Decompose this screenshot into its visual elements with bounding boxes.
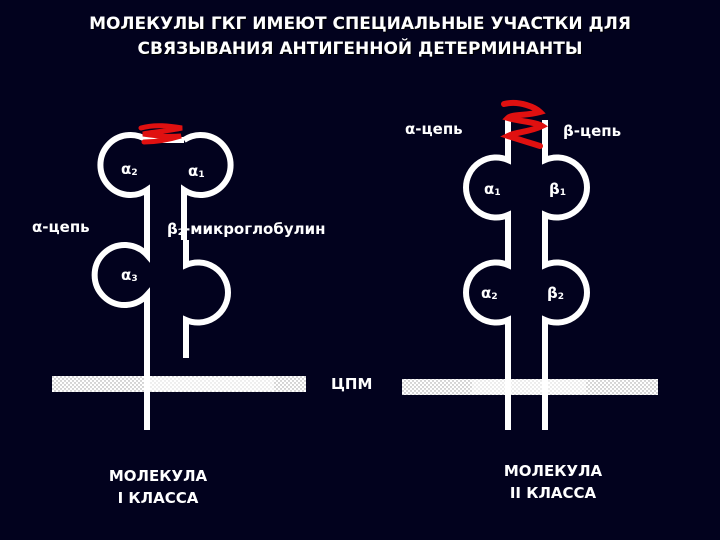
class2-caption: МОЛЕКУЛА II КЛАССА: [483, 460, 623, 504]
class2-beta-chain: [542, 120, 590, 430]
class2-caption-line2: II КЛАССА: [509, 484, 597, 502]
class1-antigen-peptide: [138, 123, 183, 145]
class2-domain-alpha1-label: α1: [484, 180, 501, 198]
class2-caption-line1: МОЛЕКУЛА: [503, 462, 603, 480]
class2-domain-beta2-label: β2: [547, 284, 565, 302]
class2-membrane-highlight: [472, 380, 586, 394]
slide-title: МОЛЕКУЛЫ ГКГ ИМЕЮТ СПЕЦИАЛЬНЫЕ УЧАСТКИ Д…: [0, 12, 720, 62]
class1-b2m-chain: [183, 240, 231, 358]
class1-caption-line2: I КЛАССА: [117, 489, 199, 507]
title-line-1: МОЛЕКУЛЫ ГКГ ИМЕЮТ СПЕЦИАЛЬНЫЕ УЧАСТКИ Д…: [89, 14, 631, 34]
class1-domain-alpha1-label: α1: [188, 162, 205, 180]
class2-domain-alpha2-label: α2: [481, 284, 498, 302]
class1-alpha1-domain: [181, 132, 234, 240]
title-line-2: СВЯЗЫВАНИЯ АНТИГЕННОЙ ДЕТЕРМИНАНТЫ: [137, 39, 583, 59]
membrane-label: ЦПМ: [331, 375, 373, 393]
class2-beta-chain-label: β-цепь: [563, 122, 622, 140]
class2-alpha-chain: [463, 120, 511, 430]
class2-alpha-chain-label: α-цепь: [405, 120, 463, 138]
class1-alpha-chain-label: α-цепь: [32, 218, 90, 236]
class2-antigen-peptide: [500, 100, 548, 149]
class1-b2m-label: β2-микроглобулин: [167, 220, 326, 238]
class1-molecule: [52, 123, 306, 430]
class2-molecule: [402, 100, 658, 430]
class1-domain-alpha2-label: α2: [121, 160, 138, 178]
class1-caption-line1: МОЛЕКУЛА: [108, 467, 208, 485]
class1-caption: МОЛЕКУЛА I КЛАССА: [88, 465, 228, 509]
class1-domain-alpha3-label: α3: [121, 266, 138, 284]
class1-alpha-chain: [91, 132, 184, 430]
class2-domain-beta1-label: β1: [549, 180, 567, 198]
class1-membrane-highlight: [146, 377, 274, 391]
